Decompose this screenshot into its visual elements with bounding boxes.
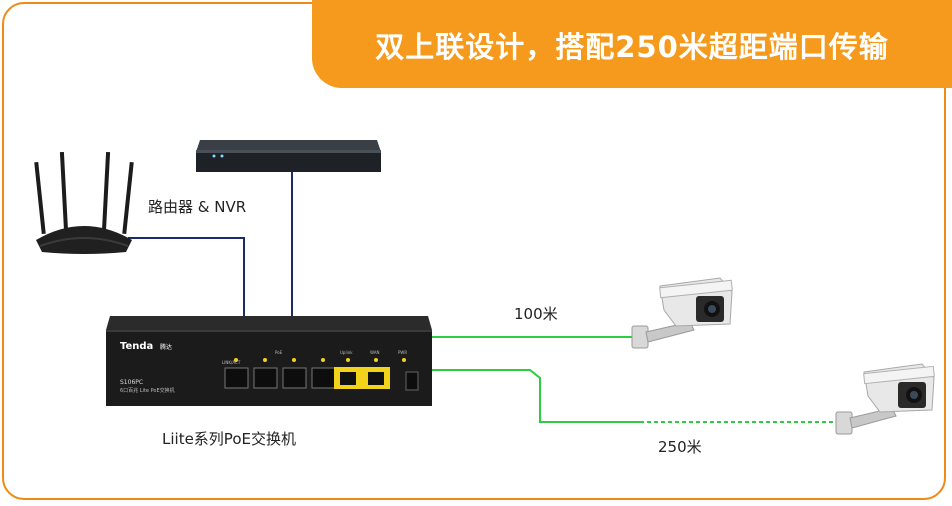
uplink-ports <box>334 367 390 389</box>
router-device <box>34 151 134 254</box>
distance-far-label: 250米 <box>658 438 702 456</box>
switch-series-label: Liite系列PoE交换机 <box>162 430 296 448</box>
poe-ports <box>224 367 336 389</box>
port-label-uplink: Uplink <box>340 350 353 355</box>
poe-switch: Tenda 腾达 S106PC 6口百兆 Lite PoE交换机 LINK/AC… <box>106 316 432 406</box>
camera-2 <box>835 363 935 435</box>
camera-1 <box>631 277 733 349</box>
uplink-devices-label: 路由器 & NVR <box>148 198 247 216</box>
switch-brand-cn: 腾达 <box>160 343 172 351</box>
switch-desc: 6口百兆 Lite PoE交换机 <box>120 387 175 394</box>
camera-2-cable <box>430 369 640 423</box>
port-label-poe: PoE <box>275 350 283 355</box>
port-label-linkact: LINK/ACT <box>222 360 241 365</box>
banner-title: 双上联设计，搭配250米超距端口传输 <box>375 30 889 64</box>
switch-brand: Tenda <box>120 341 153 352</box>
port-label-wan: WAN <box>370 350 379 355</box>
distance-near-label: 100米 <box>514 305 558 323</box>
nvr-device <box>196 140 381 172</box>
switch-model: S106PC <box>120 379 143 386</box>
router-uplink-cable <box>128 237 245 316</box>
title-banner: 双上联设计，搭配250米超距端口传输 <box>312 0 952 88</box>
port-label-pwr: PWR <box>398 350 407 355</box>
